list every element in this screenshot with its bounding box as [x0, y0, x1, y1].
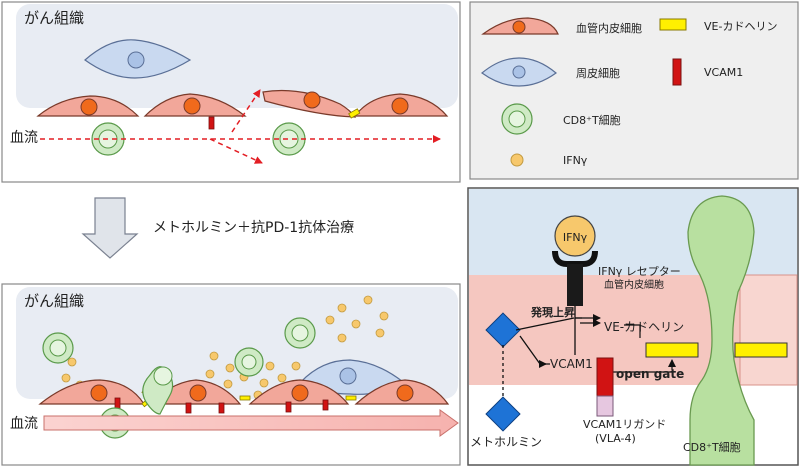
cd8-tcell-label: CD8⁺T細胞 — [683, 441, 741, 454]
top-panel: がん組織 血流 — [1, 1, 461, 183]
ligand-label-line1: VCAM1リガンド — [583, 418, 666, 431]
legend-ve-cadherin-label: VE-カドヘリン — [704, 20, 777, 33]
ligand-label-line2: (VLA-4) — [595, 432, 636, 445]
legend-vcam1-label: VCAM1 — [704, 66, 743, 79]
legend-vcam1-icon — [672, 58, 682, 86]
receptor-label: IFNγ レセプター — [598, 265, 681, 278]
metformin-diamond — [485, 396, 521, 432]
legend-pericyte-label: 周皮細胞 — [576, 67, 620, 80]
tumor-tissue-region — [16, 4, 458, 108]
blood-flow-label-bottom: 血流 — [10, 416, 38, 432]
legend-endothelial-label: 血管内皮細胞 — [576, 21, 642, 35]
cd8-tcell-large — [687, 195, 755, 466]
ve-cadherin-bar-right — [734, 342, 788, 358]
tumor-tissue-label-bottom: がん組織 — [24, 292, 84, 310]
down-arrow — [81, 197, 139, 259]
metformin-target-diamond — [485, 312, 521, 348]
legend-endothelial-icon — [481, 17, 559, 35]
vcam1-marker-top — [208, 116, 215, 130]
tumor-tissue-label: がん組織 — [24, 9, 84, 27]
tcell-bottom-3 — [234, 347, 264, 377]
ve-connector — [624, 324, 641, 338]
adjacent-endothelial-cell — [739, 274, 798, 386]
ve-cadherin-top — [348, 108, 361, 119]
legend-panel: 血管内皮細胞 周皮細胞 CD8⁺T細胞 IFNγ VE-カドヘリン VCAM1 — [469, 1, 799, 180]
vcam1-markers-bottom — [114, 397, 329, 414]
upregulation-label: 発現上昇 — [530, 305, 575, 319]
tcell-bottom-2 — [284, 317, 316, 349]
legend-ifn-icon — [510, 153, 524, 167]
legend-ve-cadherin-icon — [659, 18, 687, 31]
ifn-dots — [61, 295, 389, 400]
tcell-top-2 — [272, 122, 306, 156]
legend-tcell-icon — [501, 103, 533, 135]
endothelial-label: 血管内皮細胞 — [604, 278, 664, 291]
mechanism-panel: CD8⁺T細胞 IFNγ IFNγ レセプター 血管内皮細胞 発現上昇 VE-カ… — [467, 187, 799, 466]
ifn-ball-label: IFNγ — [563, 231, 588, 244]
treatment-label: メトホルミン＋抗PD-1抗体治療 — [153, 219, 354, 236]
vcam1-label: VCAM1 — [550, 357, 593, 371]
legend-pericyte-icon — [481, 57, 557, 87]
vla4-ligand — [596, 395, 614, 417]
tcell-bottom-1 — [42, 332, 74, 364]
ve-cadherin-bar-left — [645, 342, 699, 358]
blood-flow-arrow-bottom — [43, 409, 459, 437]
blood-flow-label: 血流 — [10, 130, 38, 146]
treatment-step: メトホルミン＋抗PD-1抗体治療 — [81, 197, 354, 259]
endothelial-cells-top — [36, 89, 449, 118]
vcam1-receptor — [596, 357, 614, 397]
diamond-signal-line — [515, 317, 575, 331]
ifn-receptor — [567, 264, 583, 306]
legend-tcell-label: CD8⁺T細胞 — [563, 114, 621, 127]
tcell-extravasating — [142, 366, 174, 415]
legend-ifn-label: IFNγ — [563, 154, 588, 167]
ve-cadherin-label: VE-カドヘリン — [604, 320, 684, 334]
ifn-ball — [554, 215, 596, 257]
metformin-label: メトホルミン — [470, 435, 542, 449]
bottom-panel: がん組織 — [1, 283, 461, 466]
pericyte-cell — [84, 39, 192, 79]
diverted-flow-arrow-down — [209, 138, 263, 164]
open-gate-label: open gate — [616, 367, 684, 381]
